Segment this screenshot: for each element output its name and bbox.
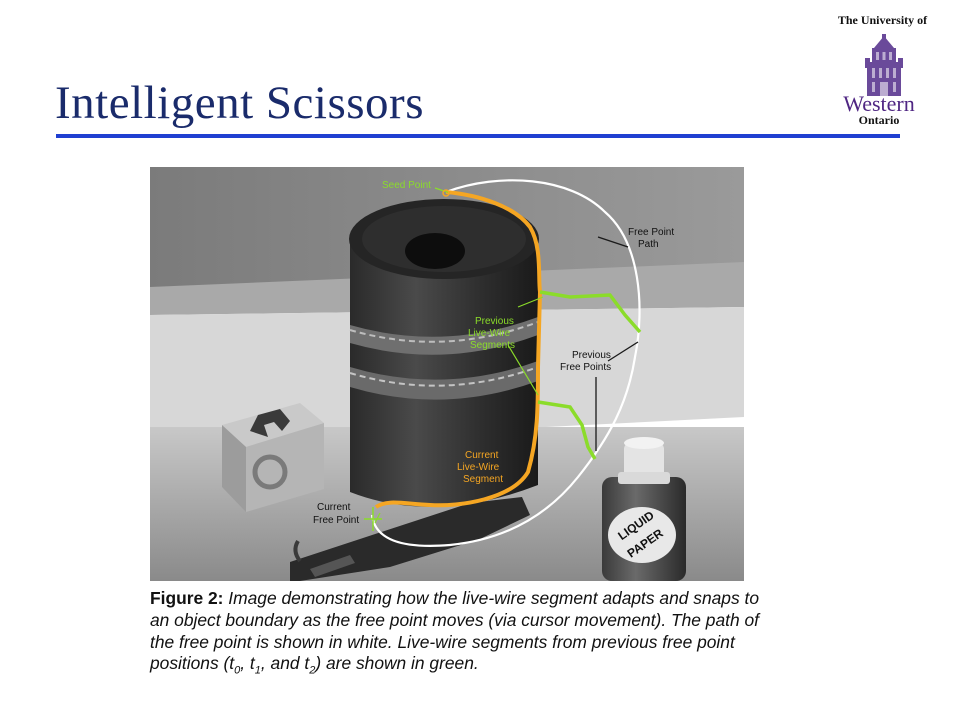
logo-ontario: Ontario xyxy=(858,113,900,127)
current-live-wire-segment xyxy=(374,190,543,509)
liquid-paper-bottle: LIQUID PAPER xyxy=(602,437,686,581)
logo-western: Western xyxy=(843,91,915,116)
figure-number: Figure 2: xyxy=(150,588,224,608)
label-free-point-path-2: Path xyxy=(638,239,659,250)
label-current-live-wire-3: Segment xyxy=(463,474,503,485)
previous-live-wire-segment-2 xyxy=(537,400,597,460)
label-current-free-point-1: Current xyxy=(317,502,351,513)
label-current-live-wire-1: Current xyxy=(465,450,499,461)
live-wire-figure-image: LIQUID PAPER Seed Point Free Point Path … xyxy=(150,167,744,581)
label-current-live-wire-2: Live-Wire xyxy=(457,462,500,473)
letter-block xyxy=(222,403,324,512)
cylinder-can xyxy=(349,199,539,507)
label-free-point-path-1: Free Point xyxy=(628,227,674,238)
university-logo: The University of Western Ontario xyxy=(820,8,945,130)
free-point-path xyxy=(370,179,641,547)
label-previous-free-points-1: Previous xyxy=(572,350,611,361)
previous-live-wire-segment-1 xyxy=(539,290,642,334)
figure-caption: Figure 2: Image demonstrating how the li… xyxy=(150,588,760,683)
title-underline xyxy=(56,134,900,138)
label-previous-free-points-2: Free Points xyxy=(560,362,611,373)
logo-university-of: The University of xyxy=(837,13,928,27)
pocket-knife xyxy=(290,497,530,581)
caption-text: Image demonstrating how the live-wire se… xyxy=(150,588,759,677)
label-previous-live-wire-1: Previous xyxy=(475,316,514,327)
label-current-free-point-2: Free Point xyxy=(313,515,359,526)
seed-point-marker xyxy=(442,189,450,197)
label-previous-live-wire-3: Segments xyxy=(470,340,515,351)
tower-icon xyxy=(865,34,903,96)
label-seed-point: Seed Point xyxy=(382,180,431,191)
slide-title: Intelligent Scissors xyxy=(55,77,424,129)
label-previous-live-wire-2: Live-Wire xyxy=(468,328,511,339)
current-free-point-marker xyxy=(364,507,382,531)
